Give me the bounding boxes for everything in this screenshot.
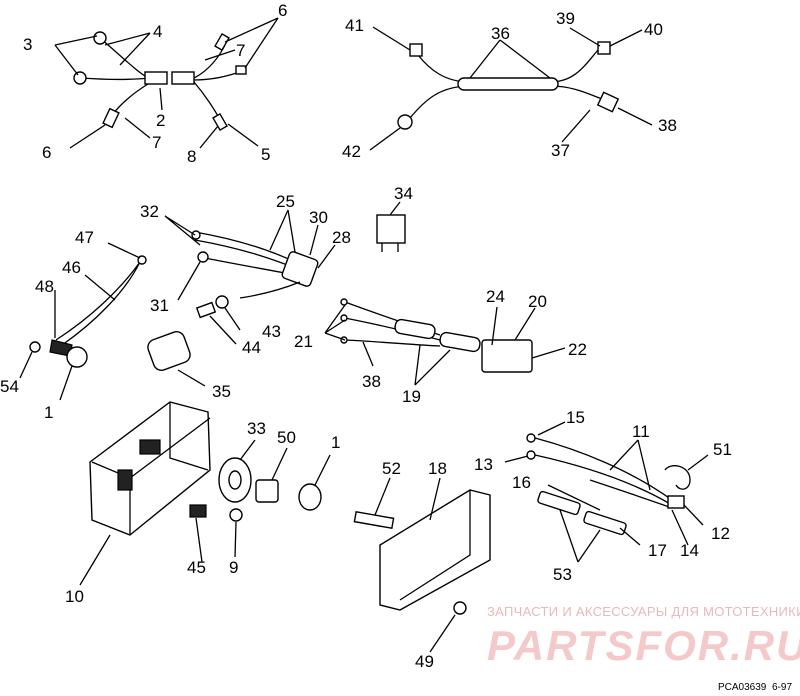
callout-10: 10 — [65, 587, 84, 606]
callout-17: 17 — [648, 541, 667, 560]
callout-28: 28 — [332, 228, 351, 247]
screw-9 — [229, 508, 243, 522]
callout-25: 25 — [276, 192, 295, 211]
watermark-tagline: ЗАПЧАСТИ И АКСЕССУАРЫ ДЛЯ МОТОТЕХНИКИ — [487, 604, 800, 619]
callout-15: 15 — [566, 408, 585, 427]
callout-16: 16 — [512, 473, 531, 492]
callout-49: 49 — [415, 652, 434, 671]
callout-1: 1 — [44, 403, 53, 422]
callout-40: 40 — [644, 20, 663, 39]
callout-53: 53 — [553, 565, 572, 584]
callout-14: 14 — [680, 541, 699, 560]
callout-48: 48 — [35, 277, 54, 296]
callout-38b: 38 — [362, 372, 381, 391]
callout-51: 51 — [713, 440, 732, 459]
callout-7: 7 — [236, 41, 245, 60]
figure-code: PCA03639 — [718, 682, 767, 693]
callout-1b: 1 — [331, 433, 340, 452]
power-pack — [89, 401, 211, 536]
screw — [195, 301, 217, 319]
callout-32: 32 — [140, 202, 159, 221]
callout-54: 54 — [0, 377, 19, 396]
callout-11: 11 — [632, 422, 650, 441]
spacer — [255, 479, 279, 503]
harness-assembly-b — [397, 41, 620, 130]
figure-date: 6-97 — [772, 682, 792, 693]
cover — [353, 489, 491, 615]
boot — [147, 331, 191, 371]
harness-assembly-d — [340, 298, 533, 373]
callout-35: 35 — [212, 382, 231, 401]
harness-assembly-a — [73, 31, 247, 132]
callout-43: 43 — [262, 322, 281, 341]
callout-4: 4 — [153, 22, 162, 41]
callout-24: 24 — [486, 287, 505, 306]
washer-right — [298, 483, 322, 511]
harness-assembly-c — [191, 230, 319, 299]
callout-20: 20 — [528, 292, 547, 311]
callout-33: 33 — [247, 419, 266, 438]
callout-12: 12 — [711, 524, 730, 543]
watermark: ЗАПЧАСТИ И АКСЕССУАРЫ ДЛЯ МОТОТЕХНИКИ PA… — [487, 604, 800, 669]
callout-6b: 6 — [42, 143, 51, 162]
ground-strap — [29, 255, 147, 368]
clip — [189, 504, 207, 518]
washer — [215, 295, 229, 309]
callout-45: 45 — [187, 558, 206, 577]
callout-21: 21 — [294, 332, 313, 351]
leader-lines — [19, 17, 709, 653]
callout-18: 18 — [428, 459, 447, 478]
callout-7b: 7 — [152, 133, 161, 152]
callout-31: 31 — [150, 296, 169, 315]
callout-37: 37 — [551, 141, 570, 160]
watermark-brand: PARTSFOR.RU — [487, 622, 800, 669]
sensor-leads — [526, 433, 691, 536]
callout-38: 38 — [658, 116, 677, 135]
relay — [376, 214, 406, 244]
callout-44: 44 — [242, 338, 261, 357]
callout-36: 36 — [491, 24, 510, 43]
callout-8: 8 — [187, 147, 196, 166]
callout-50: 50 — [277, 428, 296, 447]
callout-39: 39 — [556, 9, 575, 28]
callout-3: 3 — [23, 35, 32, 54]
callout-labels: 1 1 2 3 4 5 6 6 7 7 8 9 10 11 12 13 14 1… — [0, 1, 732, 671]
callout-9: 9 — [229, 558, 238, 577]
callout-2: 2 — [156, 111, 165, 130]
callout-42: 42 — [342, 142, 361, 161]
callout-19: 19 — [402, 387, 421, 406]
callout-41: 41 — [345, 16, 364, 35]
callout-13: 13 — [474, 455, 493, 474]
callout-5: 5 — [261, 145, 270, 164]
callout-47: 47 — [75, 228, 94, 247]
callout-34: 34 — [394, 184, 413, 203]
callout-46: 46 — [62, 258, 81, 277]
callout-52: 52 — [382, 459, 401, 478]
callout-30: 30 — [309, 208, 328, 227]
callout-22: 22 — [568, 340, 587, 359]
callout-6: 6 — [278, 1, 287, 20]
